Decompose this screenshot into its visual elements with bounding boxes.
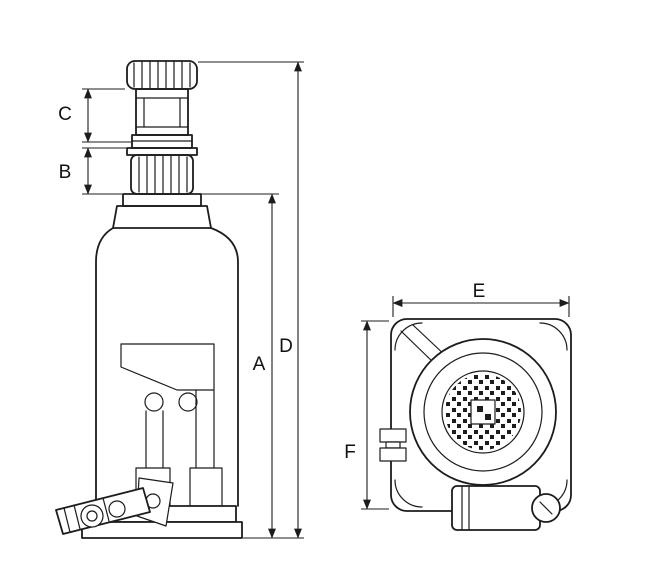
pump-base-block-right [189,467,223,507]
dim-label-b: B [59,162,72,183]
dimension-F: F [344,320,389,510]
saddle-center-dot-b [485,414,491,420]
saddle-cap-outline [126,60,198,90]
socket-end-ring-a [63,507,71,533]
handle-socket-tube [55,487,151,535]
dimension-E: E [392,281,570,317]
top-handle-socket [451,485,561,531]
saddle-cap [126,60,198,90]
socket-pivot [108,500,126,518]
dim-label-a: A [253,354,266,375]
saddle-center-dot-a [477,406,483,412]
saddle-center-plate [470,399,496,425]
dim-label-d: D [279,336,293,357]
waist-ring [131,134,193,149]
dimension-B: B [59,147,126,195]
cylinder-body [95,227,239,507]
valve-block-top [379,428,407,443]
collar-band [122,193,202,207]
pump-pin-left [144,392,164,412]
socket-groove [102,497,110,522]
top-socket-slot [539,501,553,515]
top-cylinder [409,338,557,486]
cylinder-collar [112,193,212,229]
extension-screw-knurling [138,154,188,195]
top-release-valve [379,428,407,462]
collar-neck [112,205,212,229]
dimension-A: A [202,193,279,539]
pump-yoke [120,343,215,391]
release-valve-center [86,510,98,522]
dimension-C: C [58,88,131,143]
top-socket-tube [451,485,541,531]
handle-socket-assembly [55,477,174,535]
side-view: C B A D [55,60,304,539]
extension-screw-flange [126,147,198,156]
socket-end-ring-b [73,504,81,530]
dim-label-f: F [344,442,356,463]
upper-piston [135,88,189,136]
pump-pin-right [178,392,198,412]
extension-screw-outline [130,154,194,195]
dim-label-c: C [58,104,72,125]
pump-assembly [120,343,223,507]
valve-block-bottom [379,447,407,462]
saddle-cap-knurling [133,60,191,90]
valve-stem [385,441,401,449]
dim-label-e: E [473,281,486,302]
top-view: E F [344,281,572,531]
extension-screw [126,147,198,195]
dimension-D: D [198,61,304,539]
